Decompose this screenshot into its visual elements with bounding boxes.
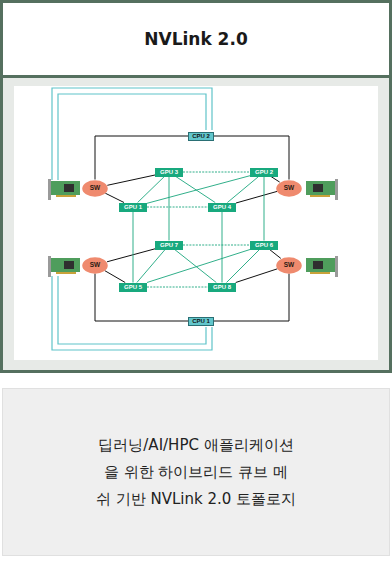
connector-line — [147, 207, 208, 208]
node-label: SW — [90, 185, 100, 192]
switch-ellipse: SW — [276, 257, 302, 274]
connector-line — [147, 176, 250, 204]
connector-line — [214, 274, 289, 322]
node-label: CPU 2 — [192, 133, 210, 139]
connector-line — [176, 177, 215, 203]
cpu-box: CPU 1 — [188, 317, 214, 326]
node-label: GPU 2 — [255, 169, 273, 175]
connector-line — [264, 177, 265, 241]
pcie-card — [306, 179, 338, 200]
switch-ellipse: SW — [82, 180, 108, 197]
gpu-box: GPU 5 — [119, 283, 147, 292]
connector-line — [147, 250, 250, 283]
connector-line — [227, 250, 260, 283]
cpu-box: CPU 2 — [188, 132, 214, 141]
connector-line — [271, 177, 280, 183]
caption-box: 딥러닝/AI/HPC 애플리케이션을 위한 하이브리드 큐브 메쉬 기반 NVL… — [2, 388, 390, 556]
node-label: GPU 3 — [160, 169, 178, 175]
switch-ellipse: SW — [82, 257, 108, 274]
gpu-box: GPU 2 — [250, 168, 278, 177]
connector-line — [105, 193, 124, 202]
connector-line — [214, 136, 289, 180]
connector-line — [147, 287, 208, 288]
node-label: GPU 4 — [213, 204, 231, 210]
node-label: GPU 1 — [124, 204, 142, 210]
gpu-box: GPU 1 — [119, 203, 147, 212]
gpu-box: GPU 3 — [155, 168, 183, 177]
node-label: SW — [284, 185, 294, 192]
node-label: SW — [284, 262, 294, 269]
node-label: CPU 1 — [192, 318, 210, 324]
node-label: GPU 8 — [213, 284, 231, 290]
connector-line — [175, 250, 217, 283]
switch-ellipse: SW — [276, 180, 302, 197]
pcie-card — [306, 256, 338, 277]
connector-line — [95, 274, 188, 322]
connector-line — [137, 250, 165, 283]
gpu-box: GPU 7 — [155, 241, 183, 250]
gpu-box: GPU 4 — [208, 203, 236, 212]
teal-links — [52, 88, 212, 350]
caption-text: 딥러닝/AI/HPC 애플리케이션을 위한 하이브리드 큐브 메쉬 기반 NVL… — [61, 432, 331, 513]
panel-header: NVLink 2.0 — [3, 3, 389, 78]
connector-line — [270, 250, 281, 259]
node-label: GPU 5 — [124, 284, 142, 290]
pcie-card — [48, 256, 80, 277]
connector-line — [107, 249, 155, 262]
pcie-card — [48, 179, 80, 200]
connector-line — [95, 136, 188, 180]
connector-line — [236, 269, 278, 283]
connector-line — [183, 172, 250, 173]
connector-line — [138, 177, 165, 203]
connector-line — [222, 212, 223, 283]
gpu-box: GPU 6 — [250, 241, 278, 250]
connector-line — [183, 245, 250, 246]
ellipse-shape — [276, 257, 301, 273]
gpu-box: GPU 8 — [208, 283, 236, 292]
ellipse-shape — [82, 180, 107, 196]
connector-line — [107, 175, 155, 185]
node-label: SW — [90, 262, 100, 269]
node-label: GPU 6 — [255, 242, 273, 248]
node-label: GPU 7 — [160, 242, 178, 248]
connector-line — [169, 177, 170, 241]
ellipse-shape — [82, 257, 107, 273]
connector-line — [133, 212, 134, 283]
connector-line — [105, 271, 126, 283]
connector-line — [236, 191, 277, 203]
title-text: NVLink 2.0 — [3, 3, 389, 75]
ellipse-shape — [276, 180, 301, 196]
